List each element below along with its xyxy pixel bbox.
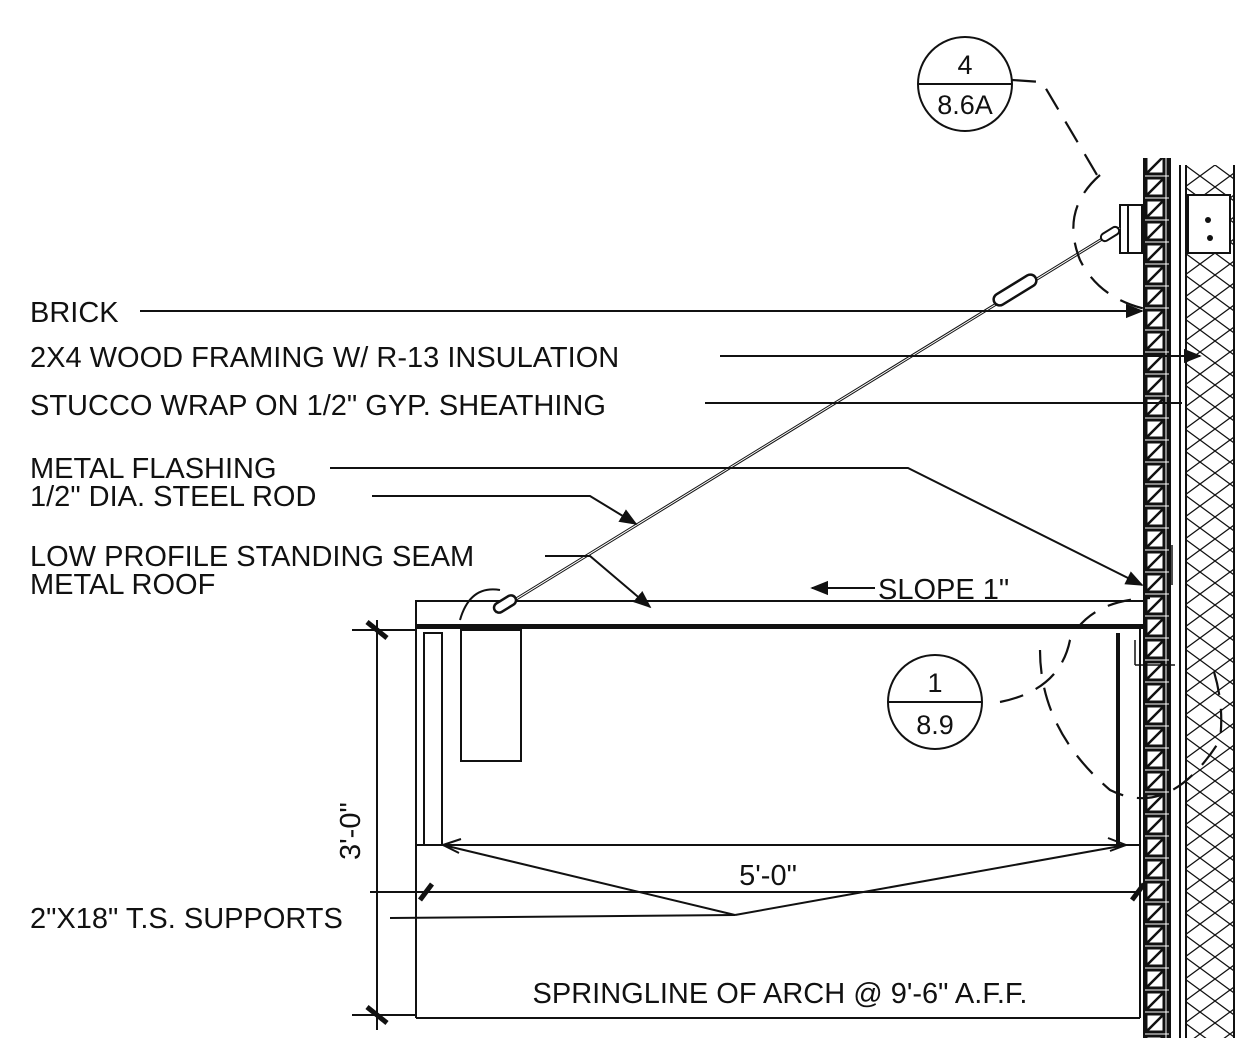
label-springline: SPRINGLINE OF ARCH @ 9'-6" A.F.F.: [533, 978, 1028, 1010]
height-dimension: 3'-0": [335, 620, 416, 1030]
detail-number-top: 4: [957, 50, 972, 80]
label-roof-line2: METAL ROOF: [30, 569, 215, 601]
detail-callout-leaders: [999, 78, 1223, 800]
detail-sheet-bottom: 8.9: [916, 710, 954, 740]
canopy-assembly: [415, 600, 1145, 1019]
fascia-channel-left: [423, 632, 443, 846]
detail-bubble-top: 4 8.6A: [917, 36, 1013, 132]
label-steel-rod: 1/2" DIA. STEEL ROD: [30, 481, 316, 513]
height-dimension-text: 3'-0": [335, 802, 367, 860]
label-wood-framing: 2X4 WOOD FRAMING W/ R-13 INSULATION: [30, 342, 619, 374]
detail-sheet-top: 8.6A: [937, 90, 993, 120]
label-slope: SLOPE 1": [878, 574, 1009, 606]
leader-lines: [140, 303, 1202, 919]
insulation-batt: [1186, 165, 1234, 1038]
detail-bubble-bottom: 1 8.9: [887, 654, 983, 750]
label-brick: BRICK: [30, 297, 119, 329]
label-stucco-wrap: STUCCO WRAP ON 1/2" GYP. SHEATHING: [30, 390, 606, 422]
label-roof-line1: LOW PROFILE STANDING SEAM: [30, 541, 474, 573]
turnbuckle: [992, 273, 1038, 307]
label-metal-flashing: METAL FLASHING: [30, 453, 277, 485]
width-dimension-text: 5'-0": [739, 860, 797, 892]
wood-top-plate: [1187, 194, 1231, 254]
width-dimension: 5'-0": [370, 860, 1146, 902]
clip-box: [460, 629, 522, 762]
steel-rod: [459, 225, 1121, 621]
rod-anchor-plate: [1119, 204, 1143, 254]
detail-number-bottom: 1: [927, 668, 942, 698]
metal-roof-panel: [415, 600, 1145, 626]
label-supports: 2"X18" T.S. SUPPORTS: [30, 903, 343, 935]
wall-assembly: [1119, 158, 1235, 1038]
